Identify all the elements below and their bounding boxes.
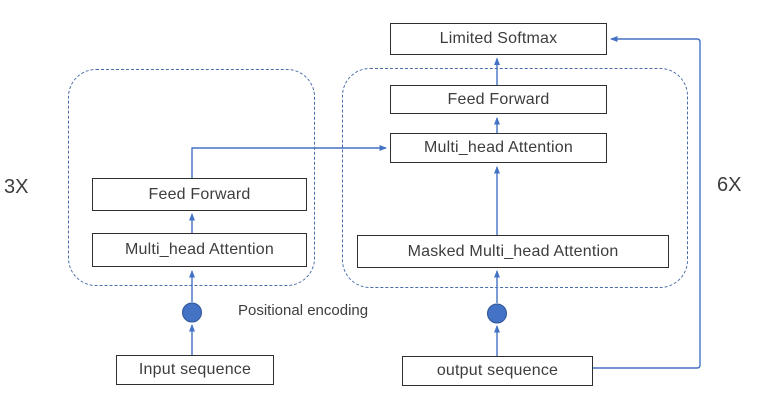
arrow-output-to-softmax-feedback bbox=[593, 36, 701, 369]
node-masked-multi-head-attention: Masked Multi_head Attention bbox=[357, 235, 669, 268]
positional-encoding-label: Positional encoding bbox=[238, 302, 369, 319]
decoder-block-frame bbox=[342, 68, 688, 288]
positional-encoding-dot-decoder bbox=[487, 303, 507, 324]
node-output-sequence: output sequence bbox=[402, 356, 593, 386]
arrow-encoder-to-decoder-mha bbox=[191, 145, 387, 178]
node-encoder-multi-head-attention: Multi_head Attention bbox=[92, 233, 307, 267]
node-input-sequence: Input sequence bbox=[116, 355, 274, 385]
encoder-repeat-label: 3X bbox=[4, 176, 29, 198]
decoder-repeat-label: 6X bbox=[717, 174, 742, 196]
positional-encoding-dot-encoder bbox=[182, 302, 202, 323]
node-decoder-feed-forward: Feed Forward bbox=[390, 85, 607, 114]
node-limited-softmax: Limited Softmax bbox=[390, 23, 607, 55]
node-encoder-feed-forward: Feed Forward bbox=[92, 178, 307, 211]
node-decoder-multi-head-attention: Multi_head Attention bbox=[390, 133, 607, 163]
